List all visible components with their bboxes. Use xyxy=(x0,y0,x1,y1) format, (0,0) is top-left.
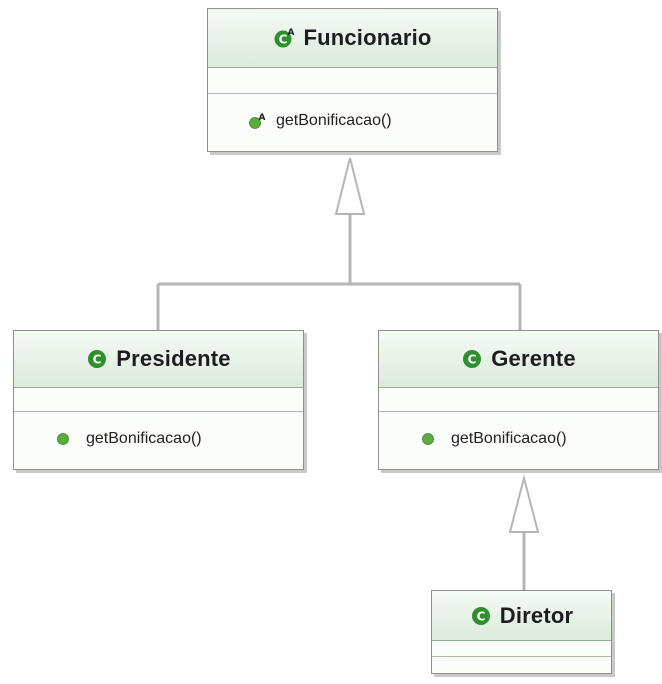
public-method-icon xyxy=(57,433,69,445)
generalization-arrowhead-funcionario xyxy=(334,157,366,215)
class-funcionario[interactable]: C A Funcionario A getBonificacao() xyxy=(207,8,498,152)
attributes-section xyxy=(208,68,497,94)
method-name: getBonificacao() xyxy=(86,430,202,447)
svg-text:C: C xyxy=(468,353,477,367)
abstract-method-icon: A xyxy=(249,113,266,129)
svg-text:C: C xyxy=(476,609,485,623)
generalization-arrowhead-gerente xyxy=(508,474,540,533)
svg-text:C: C xyxy=(93,353,102,367)
class-name: Diretor xyxy=(499,602,574,628)
public-method-icon xyxy=(422,433,434,445)
class-header: C Gerente xyxy=(379,331,658,388)
methods-section: getBonificacao() xyxy=(379,412,658,469)
svg-text:A: A xyxy=(288,28,295,38)
class-diretor[interactable]: C Diretor xyxy=(431,590,612,674)
method-item[interactable]: A getBonificacao() xyxy=(208,94,497,130)
class-name: Funcionario xyxy=(303,25,432,50)
method-item[interactable]: getBonificacao() xyxy=(14,412,303,448)
class-icon: C xyxy=(463,350,482,368)
class-header: C Diretor xyxy=(432,591,611,641)
method-name: getBonificacao() xyxy=(276,112,392,129)
methods-section: getBonificacao() xyxy=(14,412,303,469)
svg-text:C: C xyxy=(279,33,288,47)
class-gerente[interactable]: C Gerente getBonificacao() xyxy=(378,330,659,470)
class-header: C Presidente xyxy=(14,331,303,388)
class-presidente[interactable]: C Presidente getBonificacao() xyxy=(13,330,304,470)
class-icon: C xyxy=(88,350,107,368)
method-item[interactable]: getBonificacao() xyxy=(379,412,658,448)
attributes-section xyxy=(14,388,303,412)
abstract-class-icon: C A xyxy=(274,28,295,48)
method-name: getBonificacao() xyxy=(451,430,567,447)
methods-section: A getBonificacao() xyxy=(208,94,497,151)
methods-section xyxy=(432,657,611,673)
class-name: Gerente xyxy=(491,346,576,371)
svg-text:A: A xyxy=(259,113,266,123)
attributes-section xyxy=(432,641,611,657)
class-name: Presidente xyxy=(116,346,231,371)
attributes-section xyxy=(379,388,658,412)
class-header: C A Funcionario xyxy=(208,9,497,68)
class-icon: C xyxy=(471,606,490,625)
